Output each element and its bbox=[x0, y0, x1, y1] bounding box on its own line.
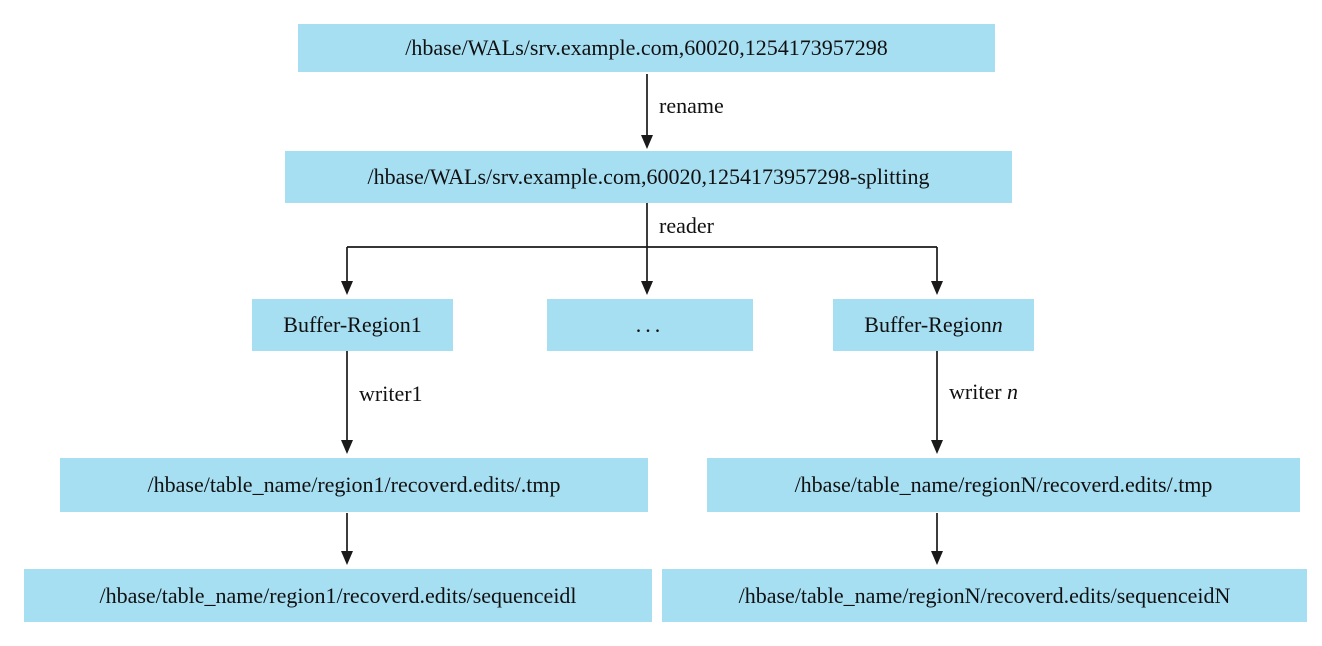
buffer-region-n-prefix: Buffer-Region bbox=[864, 312, 992, 337]
node-sequenceid-regionN: /hbase/table_name/regionN/recoverd.edits… bbox=[662, 569, 1307, 622]
node-buffer-region1: Buffer-Region1 bbox=[252, 299, 453, 351]
node-tmp-regionN: /hbase/table_name/regionN/recoverd.edits… bbox=[707, 458, 1300, 512]
buffer-region-n-italic: n bbox=[991, 312, 1003, 337]
node-tmp-region1: /hbase/table_name/region1/recoverd.edits… bbox=[60, 458, 648, 512]
node-buffer-ellipsis: ... bbox=[547, 299, 753, 351]
writer-n-prefix: writer bbox=[949, 379, 1008, 404]
edge-label-reader: reader bbox=[659, 213, 714, 238]
node-wal-directory: /hbase/WALs/srv.example.com,60020,125417… bbox=[298, 24, 995, 72]
node-buffer-region-n: Buffer-Region n bbox=[833, 299, 1034, 351]
edge-label-writer1: writer1 bbox=[359, 381, 423, 406]
writer-n-italic: n bbox=[1007, 379, 1019, 404]
reader-branch-line bbox=[347, 203, 937, 248]
edge-label-rename: rename bbox=[659, 93, 724, 118]
node-wal-splitting-directory: /hbase/WALs/srv.example.com,60020,125417… bbox=[285, 151, 1012, 203]
edge-label-writer-n: writer n bbox=[949, 381, 1018, 403]
node-sequenceid-region1: /hbase/table_name/region1/recoverd.edits… bbox=[24, 569, 652, 622]
